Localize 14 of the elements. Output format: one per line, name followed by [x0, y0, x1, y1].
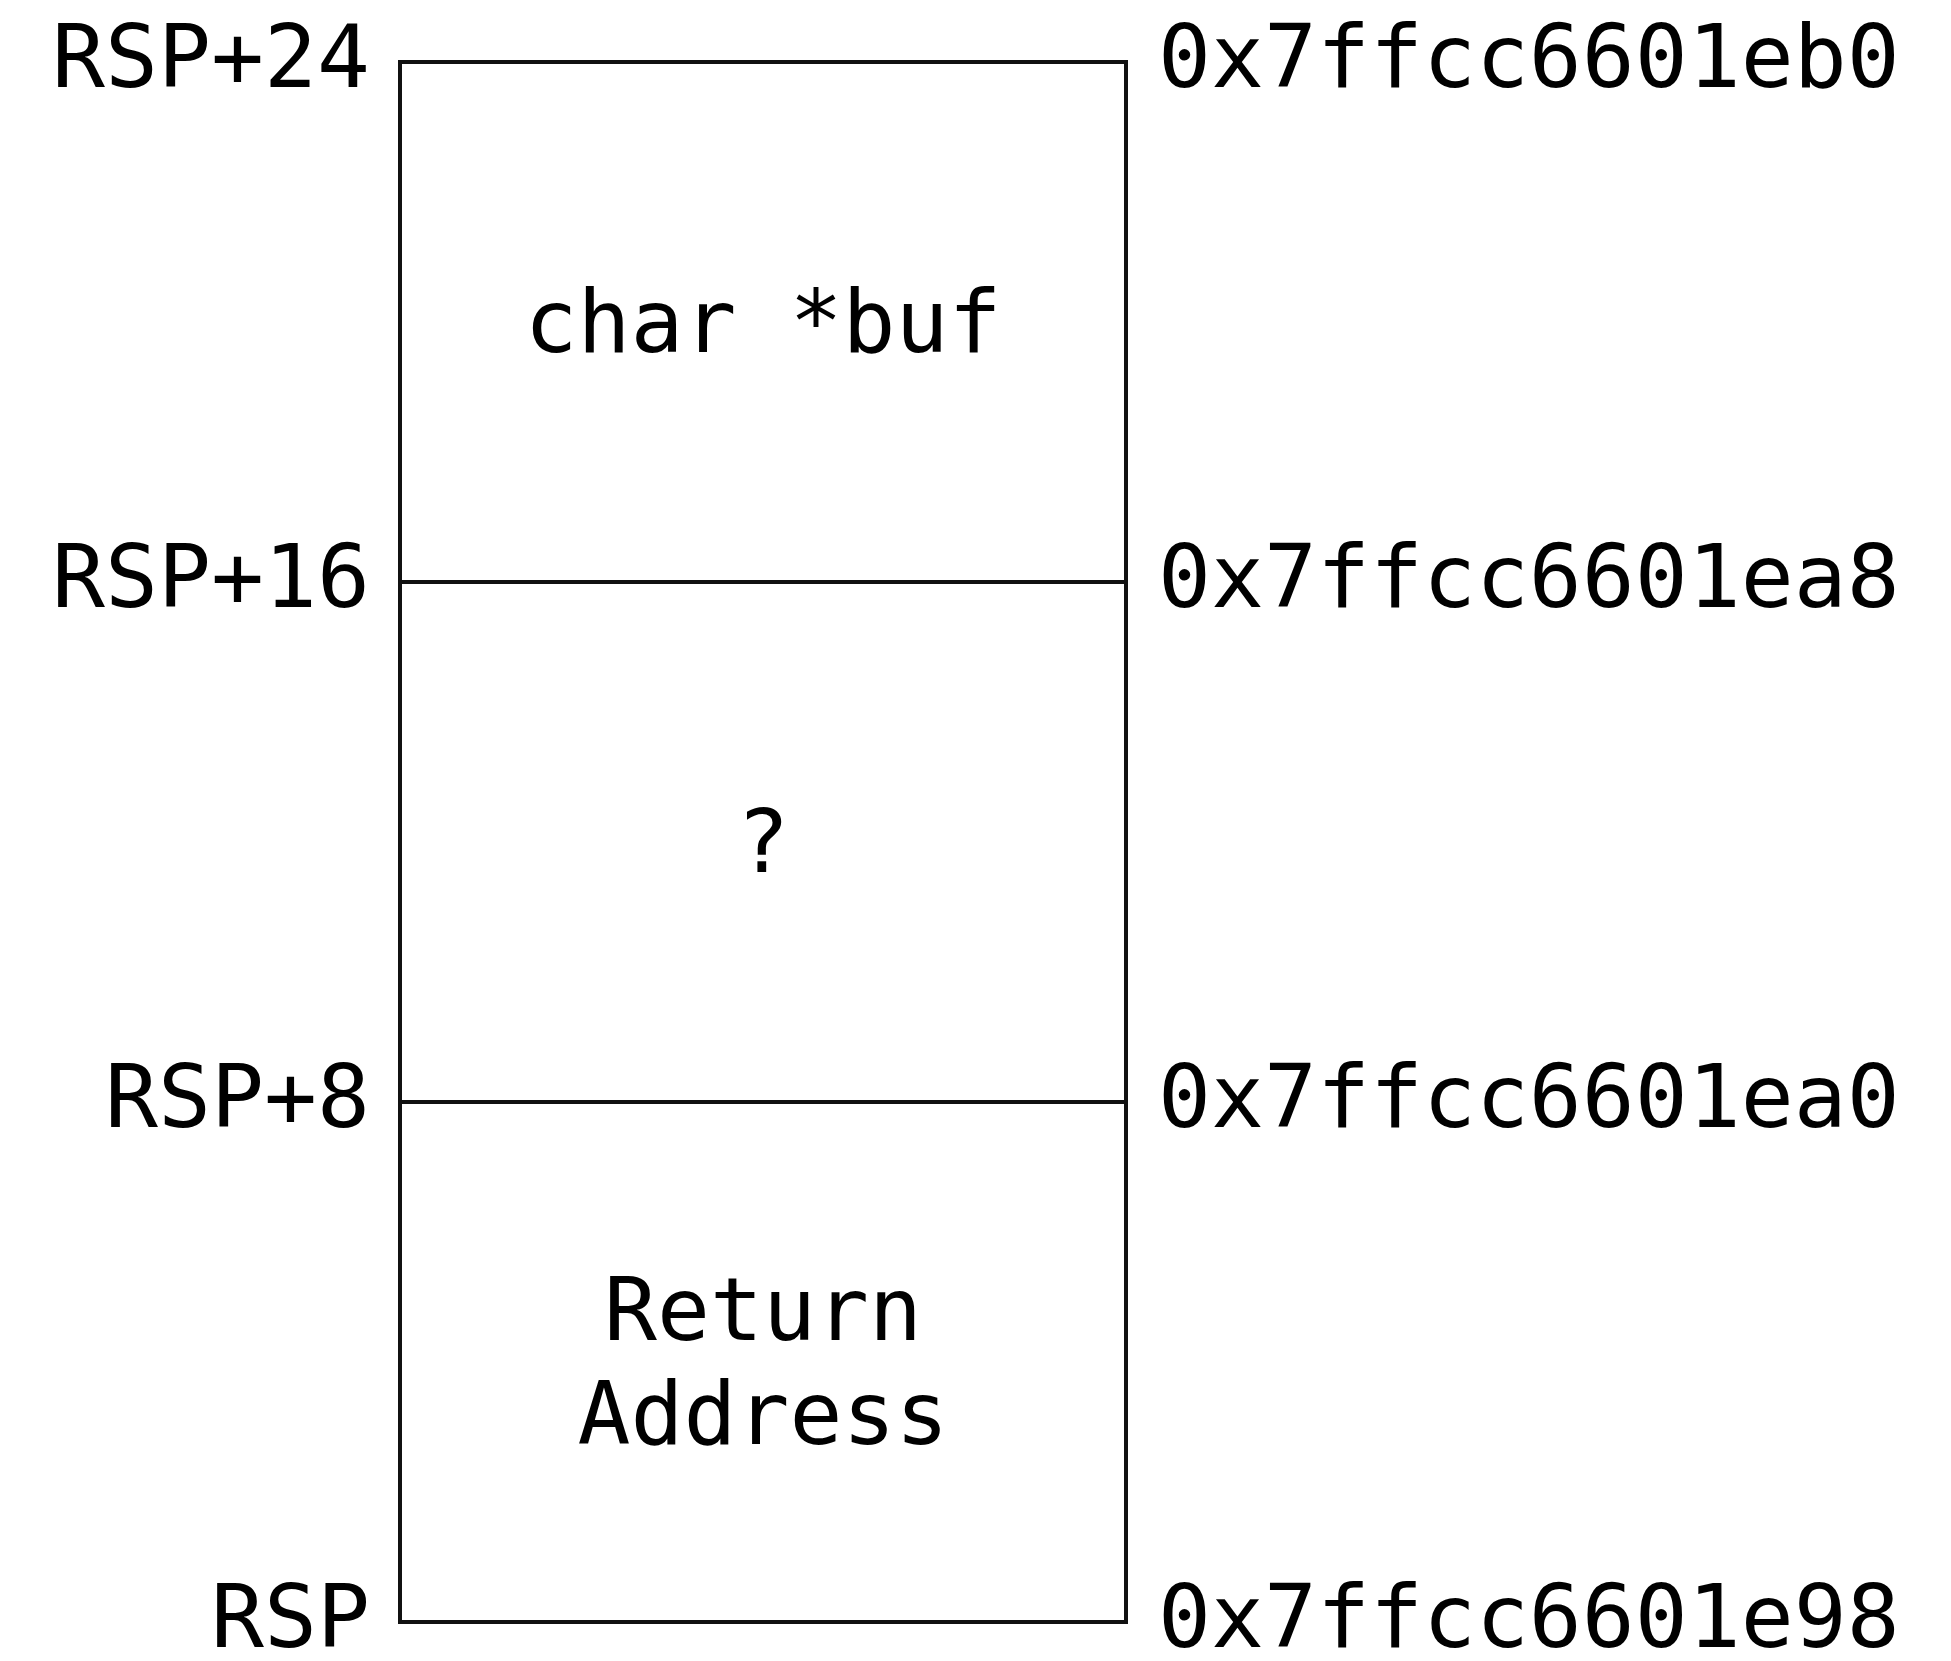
- address-label: 0x7ffcc6601ea0: [1158, 1047, 1900, 1147]
- address-label: 0x7ffcc6601ea8: [1158, 527, 1900, 627]
- offset-label: RSP+16: [52, 527, 370, 627]
- slot-label: ?: [735, 790, 791, 894]
- stack-slot: [398, 1104, 1128, 1624]
- address-label: 0x7ffcc6601eb0: [1158, 7, 1900, 107]
- slot-label: Return Address: [576, 1258, 950, 1466]
- offset-label: RSP+8: [105, 1047, 370, 1147]
- address-label: 0x7ffcc6601e98: [1158, 1567, 1900, 1661]
- stack-slot: [398, 584, 1128, 1104]
- slot-label: char *buf: [523, 270, 1003, 374]
- offset-label: RSP: [211, 1567, 370, 1661]
- offset-label: RSP+24: [52, 7, 370, 107]
- stack-slot: [398, 60, 1128, 584]
